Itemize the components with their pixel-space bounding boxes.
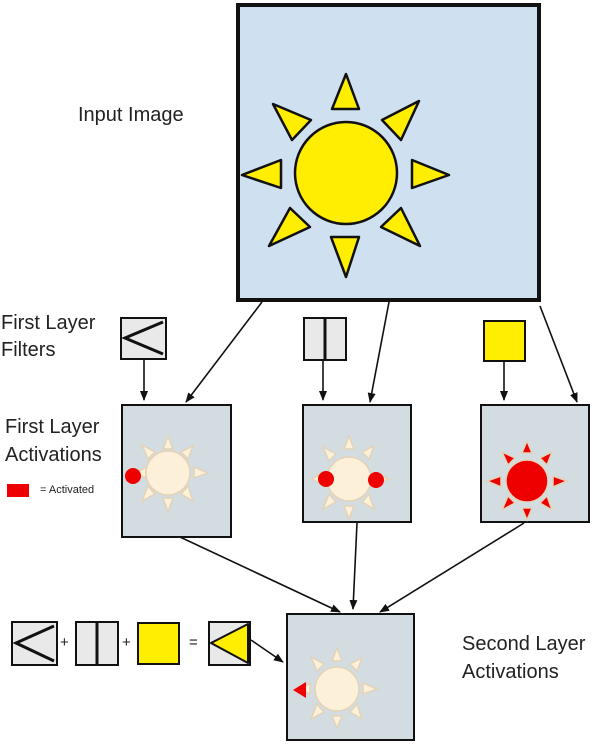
faded-sun-icon xyxy=(310,433,392,522)
input-image-label: Input Image xyxy=(78,104,184,126)
activation-panel-1 xyxy=(121,404,232,538)
activated-legend-label: = Activated xyxy=(40,484,95,496)
activation-dot-left xyxy=(318,471,334,487)
activation-dot-right xyxy=(368,472,384,488)
red-sun-icon xyxy=(484,439,570,522)
activation-panel-3 xyxy=(480,404,590,523)
vertical-line-filter-icon xyxy=(303,317,347,361)
faded-sun-icon xyxy=(298,645,380,730)
equation-plus-1: + xyxy=(60,634,69,651)
faded-sun-icon xyxy=(134,433,211,515)
activation-dot xyxy=(125,468,141,484)
activated-legend-swatch xyxy=(7,484,29,497)
activation-triangle xyxy=(293,682,306,698)
equation-equals: = xyxy=(189,634,198,651)
equation-square-filter-icon xyxy=(137,622,180,665)
second-layer-arrows xyxy=(179,522,525,663)
first-layer-filters-label-line2: Filters xyxy=(1,339,56,361)
first-layer-activations-label-line2: Activations xyxy=(5,444,102,466)
first-layer-activations-label-line1: First Layer xyxy=(5,416,100,438)
input-arrows xyxy=(185,301,578,403)
first-layer-filters-label-line1: First Layer xyxy=(1,312,96,334)
equation-line-filter-icon xyxy=(75,621,119,666)
second-layer-activations-label-line2: Activations xyxy=(462,661,559,683)
sun-icon xyxy=(240,72,451,279)
second-layer-panel xyxy=(286,613,415,741)
activation-panel-2 xyxy=(302,404,412,523)
equation-angle-filter-icon xyxy=(11,621,58,666)
angle-bracket-filter-icon xyxy=(120,317,167,360)
input-image xyxy=(236,3,541,302)
triangle-combined-filter-icon xyxy=(208,621,251,666)
yellow-square-filter-icon xyxy=(483,320,526,362)
equation-plus-2: + xyxy=(122,634,131,651)
second-layer-activations-label-line1: Second Layer xyxy=(462,633,586,655)
